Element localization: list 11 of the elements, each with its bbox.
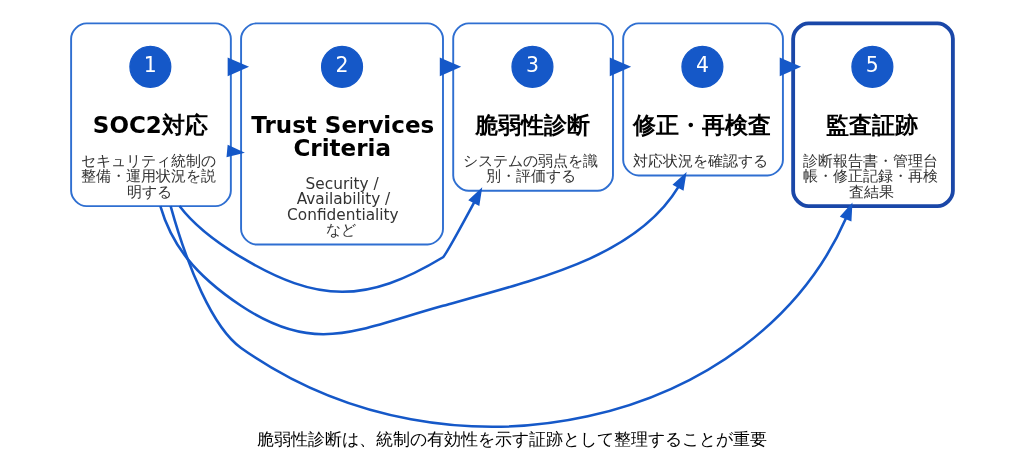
caption: 脆弱性診断は、統制の有効性を示す証跡として整理することが重要 [257, 430, 767, 450]
node-circle: 4 [681, 45, 724, 88]
arrow [439, 57, 462, 77]
arrow [226, 144, 245, 158]
arrow [178, 187, 483, 294]
arrow [169, 202, 853, 428]
node-circle: 1 [129, 45, 172, 88]
node-circle: 5 [851, 45, 894, 88]
node-circle: 2 [320, 45, 364, 88]
arrow [159, 172, 687, 336]
node-circle: 3 [511, 45, 554, 88]
